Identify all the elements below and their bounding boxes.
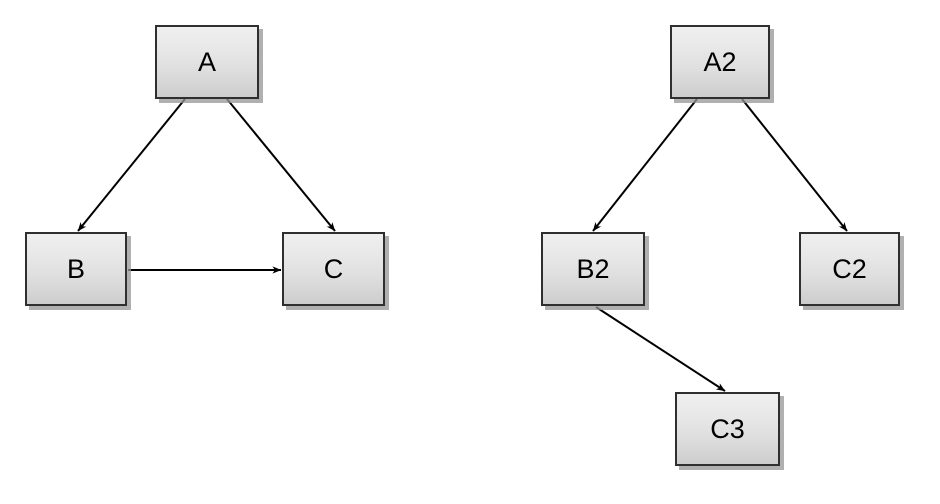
edge-a2-to-b2[interactable] (592, 98, 698, 232)
node-c2[interactable]: C2 (799, 232, 900, 306)
node-c[interactable]: C (282, 232, 385, 306)
node-label: C3 (710, 413, 745, 444)
edge-b2-to-c3[interactable] (595, 306, 726, 392)
node-a2[interactable]: A2 (670, 25, 770, 99)
node-label: A2 (703, 46, 737, 77)
node-c3[interactable]: C3 (675, 392, 780, 466)
node-label: B2 (576, 253, 610, 284)
node-b2[interactable]: B2 (541, 232, 645, 306)
node-label: C (323, 253, 344, 284)
node-label: B (66, 253, 85, 284)
edge-group (77, 98, 848, 392)
node-label: C2 (832, 253, 867, 284)
edge-a-to-c[interactable] (226, 98, 336, 232)
edge-a2-to-c2[interactable] (741, 98, 848, 232)
node-label: A (197, 46, 216, 77)
node-a[interactable]: A (155, 25, 259, 99)
node-b[interactable]: B (25, 232, 127, 306)
edge-a-to-b[interactable] (77, 98, 186, 232)
